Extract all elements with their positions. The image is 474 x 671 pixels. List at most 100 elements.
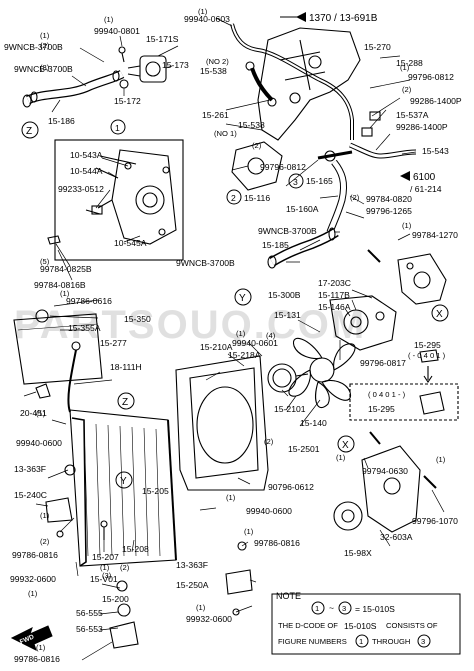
- svg-text:(1): (1): [436, 455, 446, 464]
- label-9wncb-3700b-a: 9WNCB-3700B: [4, 42, 63, 52]
- callout-no1: (NO 1): [214, 129, 237, 138]
- label-15-208: 15-208: [122, 544, 149, 554]
- label-99796-0812-b: 99796-0812: [260, 162, 306, 172]
- bracket-56-553: [109, 621, 139, 649]
- label-9wncb-3700b-d: 9WNCB-3700B: [176, 258, 235, 268]
- pump-15-98x: [333, 501, 363, 531]
- svg-text:(2): (2): [40, 41, 50, 50]
- label-10-544a: 10-544A: [70, 166, 103, 176]
- label-10-543a: 10-543A: [70, 150, 103, 160]
- thermostat-housing: [139, 55, 167, 83]
- svg-text:1370 / 13-691B: 1370 / 13-691B: [309, 13, 378, 24]
- svg-text:(1): (1): [402, 221, 412, 230]
- paren-number-5: (5): [40, 257, 50, 266]
- label-15-171s: 15-171S: [146, 34, 179, 44]
- svg-text:(2): (2): [40, 537, 50, 546]
- label-99796-0817: 99796-0817: [360, 358, 406, 368]
- gasket-15-116: [231, 141, 283, 191]
- bracket-15-250a: [225, 569, 253, 595]
- circled-numbers: [110, 119, 304, 205]
- svg-text:(2): (2): [120, 563, 130, 572]
- callout-y: Y: [239, 293, 246, 304]
- label-15-355a: 15-355A: [68, 323, 101, 333]
- inset-15-295: [349, 383, 459, 421]
- label-9wncb-3700b-c: 9WNCB-3700B: [258, 226, 317, 236]
- note-circle-3: 3: [342, 604, 346, 613]
- label-15-200: 15-200: [102, 594, 129, 604]
- circled-number-1: 1: [115, 123, 120, 133]
- svg-text:(1): (1): [244, 527, 254, 536]
- label-15-300b: 15-300B: [268, 290, 301, 300]
- callout-0401a: ( 0 4 0 1 - ): [368, 390, 406, 399]
- label-15-116: 15-116: [244, 193, 270, 203]
- label-99286-1400p-b: 99286-1400P: [396, 122, 448, 132]
- label-15-165: 15-165: [306, 176, 333, 186]
- label-15-288: 15-288: [396, 58, 423, 68]
- label-15-240c: 15-240C: [14, 490, 47, 500]
- label-15-140: 15-140: [300, 418, 327, 428]
- label-15-537a: 15-537A: [396, 110, 429, 120]
- label-90796-0612: 90796-0612: [268, 482, 314, 492]
- engine-block: [257, 27, 361, 141]
- label-99786-0816-c: 99786-0816: [14, 654, 60, 664]
- label-17-203c: 17-203C: [318, 278, 351, 288]
- label-99784-0820: 99784-0820: [366, 194, 412, 204]
- label-15-538-a: 15-538: [200, 66, 227, 76]
- thermostat: [119, 79, 129, 89]
- callout-x-2: X: [342, 440, 349, 451]
- note-circle-1: 1: [315, 604, 319, 613]
- label-15-350: 15-350: [124, 314, 151, 324]
- svg-text:(1): (1): [198, 7, 208, 16]
- label-32-603a: 32-603A: [380, 532, 413, 542]
- note-circle-3b: 3: [421, 637, 425, 646]
- svg-text:(1): (1): [36, 643, 46, 652]
- label-15-277: 15-277: [100, 338, 127, 348]
- callout-z: Z: [26, 126, 32, 137]
- svg-text:(1): (1): [40, 31, 50, 40]
- label-15-98x: 15-98X: [344, 548, 372, 558]
- label-99784-0816b: 99784-0816B: [34, 280, 86, 290]
- callout-x: X: [436, 309, 443, 320]
- svg-text:(3): (3): [40, 63, 50, 72]
- svg-text:(2): (2): [402, 85, 412, 94]
- callout-no2: (NO 2): [206, 57, 229, 66]
- label-99940-0600-b: 99940-0600: [246, 506, 292, 516]
- label-99784-1270: 99784-1270: [412, 230, 458, 240]
- callout-6100: 6100 / 61-214: [400, 171, 442, 194]
- svg-text:(1): (1): [226, 493, 236, 502]
- label-15-2101: 15-2101: [274, 404, 306, 414]
- label-99932-0600-a: 99932-0600: [10, 574, 56, 584]
- svg-text:(1): (1): [400, 63, 410, 72]
- reservoir-15-350: [13, 313, 103, 385]
- label-15-295-a: 15-295: [414, 340, 441, 350]
- svg-text:(1): (1): [236, 329, 246, 338]
- label-99940-0600-a: 99940-0600: [16, 438, 62, 448]
- label-13-363f-a: 13-363F: [14, 464, 46, 474]
- note-tilde: ~: [329, 603, 334, 613]
- circled-number-2: 2: [231, 193, 236, 203]
- svg-text:(1): (1): [40, 511, 50, 520]
- label-99796-0812-a: 99796-0812: [408, 72, 454, 82]
- label-15-261: 15-261: [202, 110, 229, 120]
- label-15-207: 15-207: [92, 552, 119, 562]
- label-15-295-b: 15-295: [368, 404, 395, 414]
- callout-y-2: Y: [120, 476, 127, 487]
- label-15-v01: 15-V01: [90, 574, 118, 584]
- note-line1: = 15-010S: [355, 604, 395, 614]
- note-line2-c: CONSISTS OF: [386, 621, 438, 630]
- label-99796-1070: 99796-1070: [412, 516, 458, 526]
- label-15-131: 15-131: [274, 310, 301, 320]
- fan-clutch: [267, 363, 297, 393]
- note-title: NOTE: [276, 591, 301, 601]
- label-15-250a: 15-250A: [176, 580, 209, 590]
- svg-text:(1): (1): [100, 563, 110, 572]
- label-99940-0603: 99940-0603: [184, 14, 230, 24]
- water-pump-15-300b: [329, 295, 397, 351]
- label-10-545a: 10-545A: [114, 238, 147, 248]
- label-15-172: 15-172: [114, 96, 141, 106]
- label-99796-1265: 99796-1265: [366, 206, 412, 216]
- part-labels: 99940-0801 9WNCB-3700B 9WNCB-3700B 15-17…: [4, 14, 462, 664]
- note-line2-b: 15-010S: [344, 621, 377, 631]
- note-box: NOTE 1 ~ 3 = 15-010S THE D-CODE OF 15-01…: [271, 591, 461, 655]
